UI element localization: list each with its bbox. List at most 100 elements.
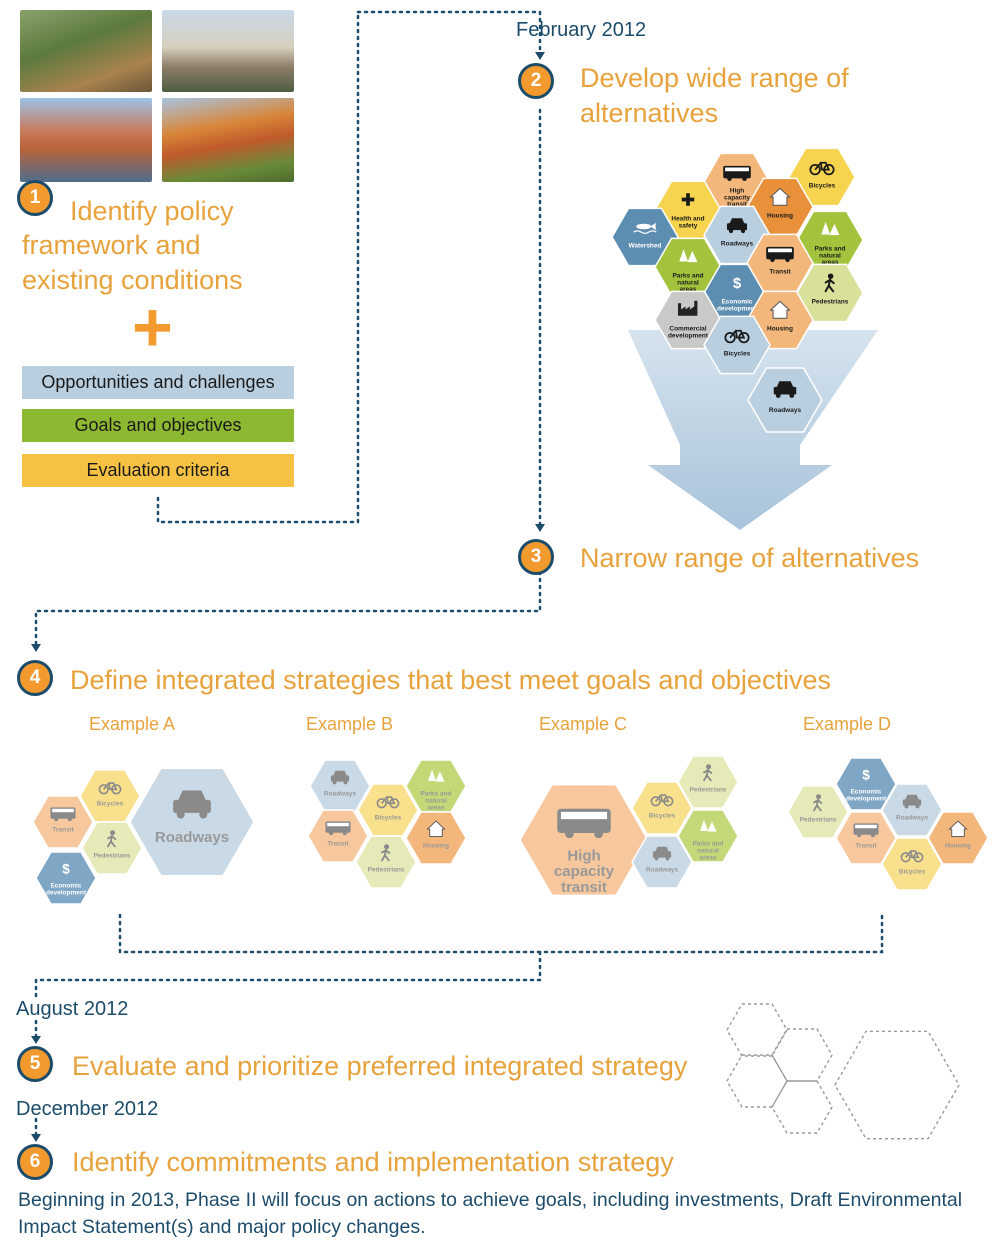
hex-label: Economic [850, 789, 881, 796]
step-3-badge: 3 [518, 539, 554, 575]
hex-label: capacity [724, 194, 750, 201]
hex-label: High [730, 188, 744, 195]
walker-icon [703, 764, 713, 782]
photo-autumn-trees [162, 98, 294, 182]
hex-label: development [46, 889, 87, 896]
bicycle-icon [900, 850, 924, 863]
car-icon [902, 794, 922, 809]
step-2-title-line-1: Develop wide range of [580, 63, 849, 93]
photo-apartments [20, 98, 152, 182]
hex-label: safety [679, 222, 698, 229]
hex-label: Parks and [814, 246, 845, 253]
hex-label: Economic [721, 299, 752, 306]
hex-label: Bicycles [809, 183, 836, 190]
hex-label: Bicycles [97, 801, 124, 808]
photo-garden [20, 10, 152, 92]
hex-label: Watershed [629, 243, 662, 250]
hex-housing: Housing [405, 811, 467, 865]
bar-evaluation-criteria: Evaluation criteria [22, 454, 294, 487]
photo-townhouses [162, 10, 294, 92]
car-icon [173, 790, 211, 819]
hex-label: Parks and [672, 273, 703, 280]
empty-hex-outlines [726, 1003, 960, 1140]
hex-label: Roadways [721, 241, 754, 248]
hex-housing: Housing [746, 177, 814, 237]
bar-opportunities-challenges: Opportunities and challenges [22, 366, 294, 399]
hex-label: Bicycles [724, 351, 751, 358]
car-icon [773, 381, 797, 398]
hex-label: Pedestrians [812, 299, 849, 306]
hex-label: Roadways [324, 791, 357, 798]
step-4-badge: 4 [17, 660, 53, 696]
hex-pedestrians: Pedestrians [355, 835, 417, 889]
hex-label: areas [822, 259, 839, 266]
hex-housing: Housing [927, 811, 989, 865]
date-february: February 2012 [516, 19, 647, 41]
bicycle-icon [376, 796, 400, 809]
hex-transit: Transit [835, 811, 897, 865]
hex-label: Bicycles [375, 815, 402, 822]
outline-hex [771, 1028, 833, 1082]
hex-label: Bicycles [649, 813, 676, 820]
example-b-label: Example B [306, 714, 394, 734]
car-icon [330, 770, 350, 785]
hex-label: Roadways [896, 815, 929, 822]
example-d-label: Example D [803, 714, 892, 734]
bus-icon [325, 821, 351, 836]
car-icon [726, 218, 748, 234]
examples-hex-clusters: BicyclesTransitPedestrians$Economicdevel… [32, 755, 989, 905]
step-1-badge: 1 [17, 180, 53, 216]
hex-roadways: Roadways [309, 759, 371, 813]
house-icon [948, 820, 968, 837]
hex-transit: Transit [32, 795, 94, 849]
hex-label: Housing [767, 326, 793, 333]
dollar-icon: $ [733, 275, 742, 292]
hex-pedestrians: Pedestrians [787, 785, 849, 839]
hex-roadways: Roadways [881, 783, 943, 837]
hex-label: Housing [945, 843, 971, 850]
bus-icon [766, 246, 794, 263]
hex-label: Roadways [769, 407, 802, 414]
bicycle-icon [809, 161, 835, 176]
hex-label: Housing [423, 843, 449, 850]
bus-icon [50, 807, 76, 822]
step-1-title-line-2: framework and [22, 230, 201, 260]
example-a-label: Example A [89, 714, 176, 734]
hex-bicycles: Bicycles [881, 837, 943, 891]
bus-icon [723, 165, 751, 182]
hex-bicycles: Bicycles [703, 315, 771, 375]
bus-icon [853, 823, 879, 838]
outline-hex [726, 1054, 788, 1108]
hex-label: Housing [767, 213, 793, 220]
hex-roadways: Roadways [631, 835, 693, 889]
funnel-shape [628, 330, 878, 530]
hex-label: areas [700, 854, 717, 861]
step-5-badge: 5 [17, 1046, 53, 1082]
tree-icon [700, 819, 717, 832]
hex-bicycles: Bicycles [788, 147, 856, 207]
svg-text:$: $ [62, 862, 70, 877]
hex-label: Transit [855, 843, 877, 850]
outline-hex [771, 1080, 833, 1134]
hex-label: Pedestrians [800, 817, 837, 824]
hex-label: Transit [769, 269, 791, 276]
step-2-badge: 2 [518, 63, 554, 99]
hex-bicycles: Bicycles [79, 769, 141, 823]
footer-text: Beginning in 2013, Phase II will focus o… [18, 1189, 963, 1238]
hex-pedestrians: Pedestrians [81, 821, 143, 875]
step-6-title: Identify commitments and implementation … [72, 1147, 674, 1177]
hex-label: Parks and [692, 841, 723, 848]
example-a-cluster: BicyclesTransitPedestrians$Economicdevel… [32, 767, 255, 905]
step-4-title: Define integrated strategies that best m… [70, 665, 831, 695]
hex-label: areas [428, 804, 445, 811]
bicycle-icon [98, 782, 122, 795]
plus-symbol: + [132, 288, 173, 366]
bar-goals-objectives: Goals and objectives [22, 409, 294, 442]
hex-label: Roadways [646, 867, 679, 874]
bicycle-icon [650, 794, 674, 807]
tree-icon [821, 221, 840, 236]
